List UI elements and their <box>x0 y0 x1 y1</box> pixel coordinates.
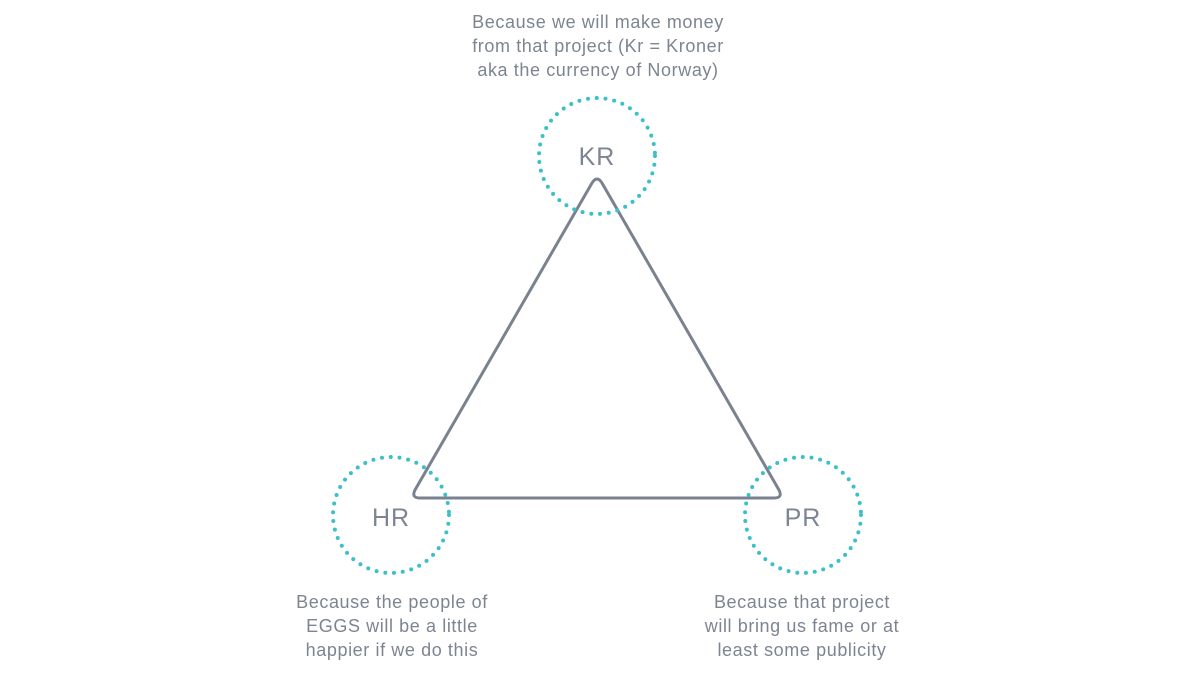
triangle-outline <box>412 177 782 500</box>
kr-dotted-circle <box>537 96 657 216</box>
kr-caption-line: aka the currency of Norway) <box>477 60 719 80</box>
pr-caption: Because that project will bring us fame … <box>682 590 922 662</box>
kr-caption: Because we will make money from that pro… <box>448 10 748 82</box>
hr-caption-line: EGGS will be a little <box>306 616 478 636</box>
pr-caption-line: Because that project <box>713 592 891 612</box>
hr-caption: Because the people of EGGS will be a lit… <box>272 590 512 662</box>
pr-label: PR <box>785 504 822 532</box>
hr-caption-line: Because the people of <box>296 592 488 612</box>
kr-caption-line: from that project (Kr = Kroner <box>472 36 724 56</box>
pr-dotted-circle <box>743 455 863 575</box>
kr-label: KR <box>579 143 616 171</box>
hr-caption-line: happier if we do this <box>305 640 479 660</box>
hr-dotted-circle <box>331 455 451 575</box>
kr-caption-line: Because we will make money <box>472 12 724 32</box>
pr-caption-line: least some publicity <box>717 640 887 660</box>
hr-label: HR <box>372 504 410 532</box>
pr-caption-line: will bring us fame or at <box>704 616 900 636</box>
